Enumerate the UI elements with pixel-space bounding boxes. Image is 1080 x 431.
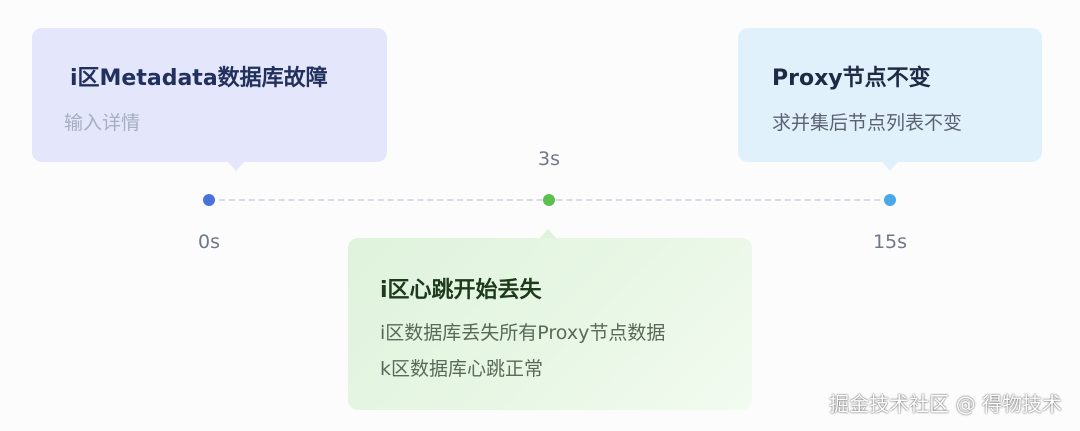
watermark: 掘金技术社区 @ 得物技术 xyxy=(829,392,1062,416)
card-pointer xyxy=(540,229,556,238)
event-detail: k区数据库心跳正常 xyxy=(380,358,544,380)
event-card-proxy-unchanged: Proxy节点不变 求并集后节点列表不变 xyxy=(738,28,1042,171)
event-card-heartbeat-lost: i区心跳开始丢失 i区数据库丢失所有Proxy节点数据 k区数据库心跳正常 xyxy=(348,229,752,410)
timeline-label-15s: 15s xyxy=(872,231,908,253)
event-detail: 求并集后节点列表不变 xyxy=(772,112,963,134)
timeline-dot-3s xyxy=(543,194,555,206)
timeline-label-3s: 3s xyxy=(538,148,560,170)
card-pointer xyxy=(228,162,244,171)
event-card-db-failure: i区Metadata数据库故障 输入详情 xyxy=(32,28,387,171)
event-title: i区Metadata数据库故障 xyxy=(70,66,328,91)
timeline-label-0s: 0s xyxy=(198,231,220,253)
event-detail: i区数据库丢失所有Proxy节点数据 xyxy=(380,322,666,344)
card-pointer xyxy=(882,162,898,171)
event-detail: 输入详情 xyxy=(64,112,141,134)
event-title: i区心跳开始丢失 xyxy=(380,278,542,303)
timeline-dot-0s xyxy=(203,194,215,206)
event-title: Proxy节点不变 xyxy=(772,66,931,91)
timeline-dot-15s xyxy=(884,194,896,206)
